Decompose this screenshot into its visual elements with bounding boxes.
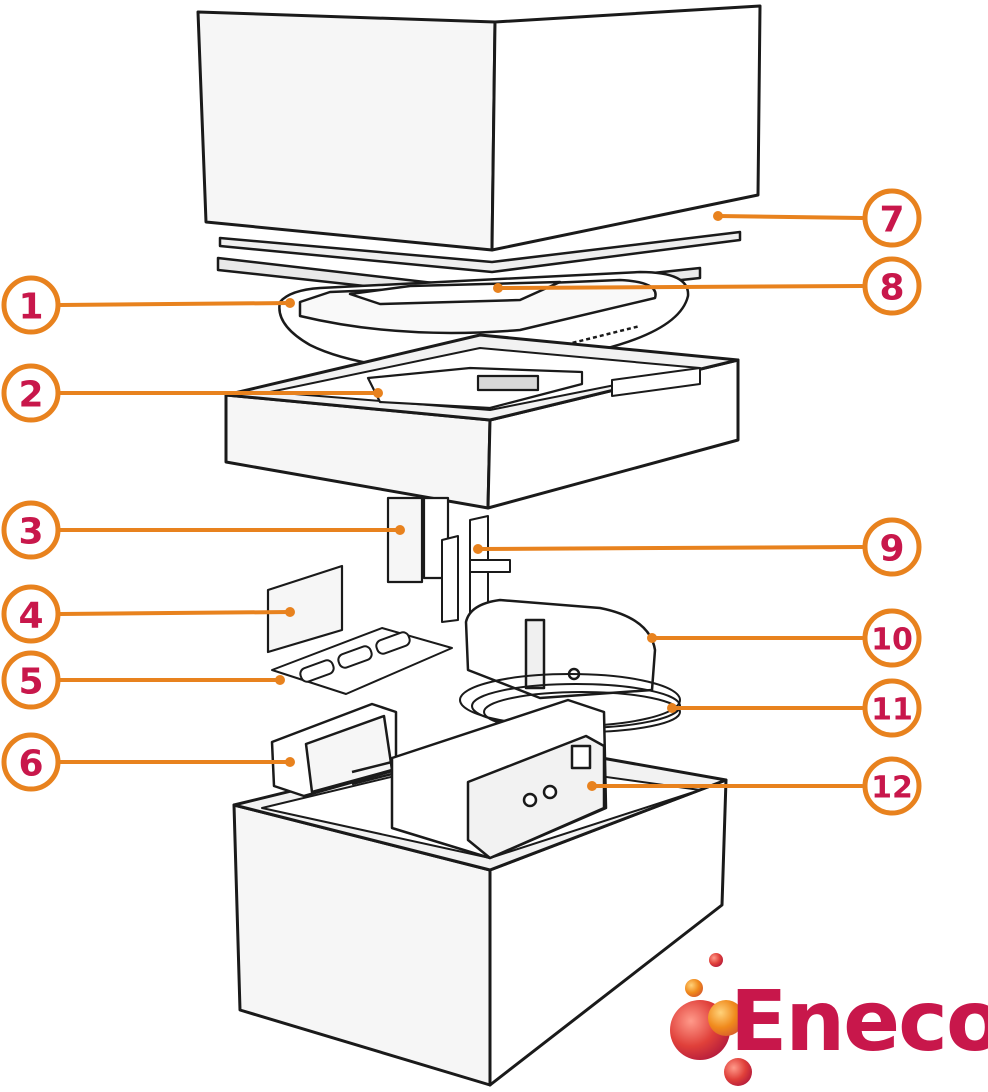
callout-line-endpoints [275,211,723,791]
callout-circle-10 [862,608,922,668]
callout-circle-12 [862,756,922,816]
power-adapter [270,702,401,798]
callout-number-9: 9 [879,529,904,570]
callout-circle-2 [1,363,61,423]
callout-circle-8 [862,256,922,316]
mounting-plate [366,366,584,410]
callout-circle-11 [862,678,922,738]
mounting-brackets [441,515,511,623]
info-card [266,564,344,654]
callout-number-10: 10 [871,623,913,658]
logo-wordmark: Eneco [730,972,988,1070]
logo-dot-bottom [724,1058,752,1086]
callout-number-12: 12 [871,771,913,806]
callout-number-2: 2 [18,375,43,416]
eneco-logo: Eneco [670,953,988,1086]
callout-circle-6 [1,732,61,792]
callout-number-8: 8 [879,268,904,309]
logo-dot-small-left [685,979,703,997]
callout-circle-1 [1,275,61,335]
logo-dot-medium [708,1000,744,1036]
gateway-module [390,698,608,860]
callout-number-7: 7 [879,200,904,241]
callout-circle-4 [1,584,61,644]
callout-number-11: 11 [871,693,913,728]
callout-number-3: 3 [18,512,43,553]
callout-circles [1,188,922,816]
callout-circle-5 [1,650,61,710]
middle-tray-box [224,333,740,510]
callout-circle-9 [862,517,922,577]
lid-box [196,4,762,252]
meter-adapter [464,598,657,700]
callout-number-1: 1 [18,287,43,328]
instruction-card-sheet [218,230,742,274]
callout-circle-3 [1,500,61,560]
callout-lines [58,214,864,788]
callout-number-6: 6 [18,744,43,785]
callout-circle-7 [862,188,922,248]
logo-dot-small-top [709,953,723,967]
wall-plug-pieces [386,496,450,584]
sticker-sheet [271,627,453,695]
callout-number-5: 5 [18,662,43,703]
callout-number-4: 4 [18,596,43,637]
callout-numbers: 1 2 3 4 5 6 7 8 9 10 11 12 [18,200,912,806]
